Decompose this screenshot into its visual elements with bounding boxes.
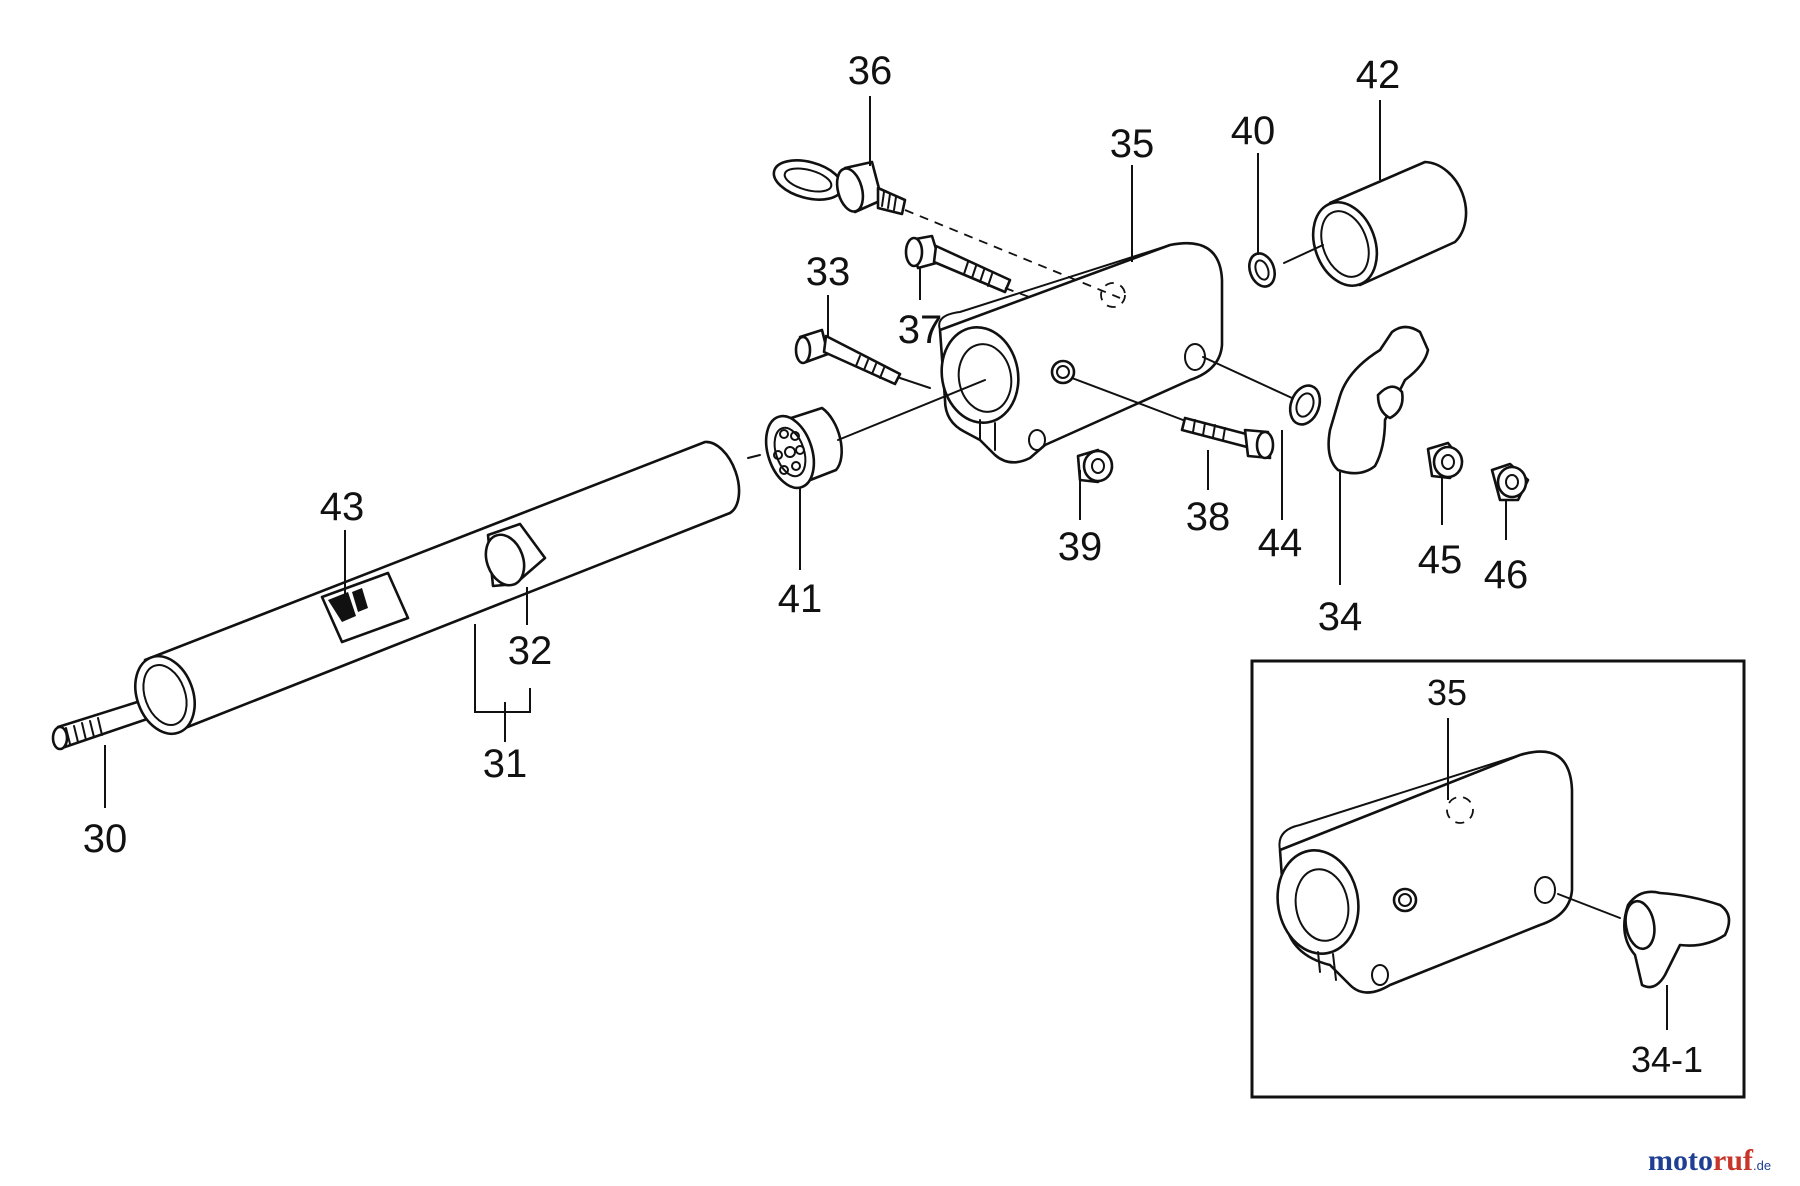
label-42: 42: [1356, 53, 1401, 97]
outer-tube-31: [134, 440, 741, 736]
label-30: 30: [83, 817, 128, 861]
bolt-38: [1180, 416, 1275, 460]
clamp-housing-35: [938, 241, 1224, 464]
label-44: 44: [1258, 521, 1303, 565]
watermark-suffix: .de: [1753, 1158, 1771, 1173]
label-inset-35: 35: [1427, 672, 1467, 713]
inset-clamp-housing-35: [1276, 750, 1574, 994]
label-inset-34-1: 34-1: [1631, 1039, 1703, 1080]
inset-box: [1250, 659, 1746, 1099]
label-46: 46: [1484, 553, 1529, 597]
watermark-logo: motoruf.de: [1648, 1144, 1771, 1177]
leader-lines: [104, 96, 1668, 1030]
washer-44: [1288, 384, 1322, 426]
watermark-brand-b: ruf: [1713, 1144, 1754, 1177]
label-31: 31: [483, 742, 528, 786]
assembly-axes: [747, 209, 1324, 459]
nut-45: [1426, 441, 1464, 480]
sleeve-42: [1311, 160, 1468, 287]
label-40: 40: [1231, 109, 1276, 153]
label-32: 32: [508, 629, 553, 673]
part-labels: 30 31 32 33 34 35 36 37 38 39 40 41 42 4…: [83, 49, 1703, 1080]
label-43: 43: [320, 485, 365, 529]
ball-bearing-41: [764, 406, 843, 490]
svg-text:motoruf.de: motoruf.de: [1648, 1144, 1771, 1177]
label-41: 41: [778, 577, 823, 621]
label-34: 34: [1318, 595, 1363, 639]
label-33: 33: [806, 250, 851, 294]
label-45: 45: [1418, 538, 1463, 582]
clamp-lever-34: [1327, 325, 1430, 475]
warning-label-43: [320, 571, 410, 644]
bolt-37: [904, 234, 1012, 294]
label-37: 37: [898, 308, 943, 352]
label-35: 35: [1110, 122, 1155, 166]
lock-knob-32: [484, 522, 547, 588]
cap-nut-46: [1490, 462, 1530, 502]
label-36: 36: [848, 49, 893, 93]
nut-39: [1076, 448, 1114, 484]
label-38: 38: [1186, 495, 1231, 539]
inset-star-knob-34-1: [1622, 890, 1731, 989]
bolt-33: [794, 328, 902, 386]
eye-bolt-36: [772, 159, 907, 216]
circlip-40: [1248, 252, 1276, 288]
label-39: 39: [1058, 525, 1103, 569]
watermark-brand-a: moto: [1648, 1144, 1713, 1177]
